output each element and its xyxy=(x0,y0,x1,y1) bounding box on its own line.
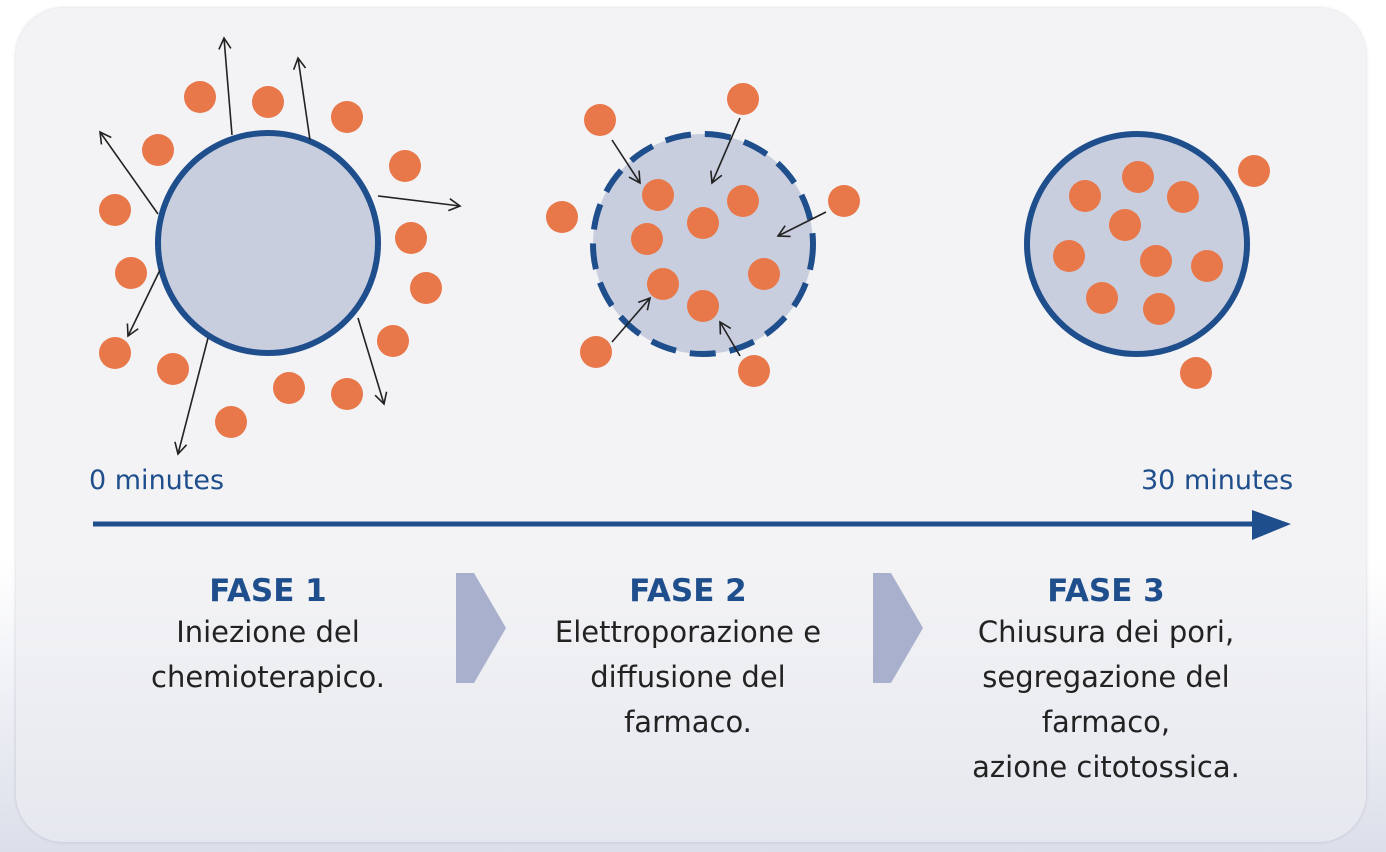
drug-particle xyxy=(115,257,147,289)
outward-arrow xyxy=(99,130,159,215)
inward-arrow xyxy=(776,211,827,238)
drug-particle xyxy=(1109,209,1141,241)
outward-arrow xyxy=(292,56,311,141)
inward-arrow xyxy=(719,320,741,357)
drug-particle xyxy=(1086,282,1118,314)
drug-particle xyxy=(1122,161,1154,193)
phase-2-title: FASE 2 xyxy=(629,573,747,609)
cell-1-body xyxy=(155,130,381,356)
drug-particle xyxy=(584,104,616,136)
drug-particle xyxy=(738,355,770,387)
drug-particle xyxy=(1238,155,1270,187)
drug-particle xyxy=(580,336,612,368)
drug-particle xyxy=(1167,181,1199,213)
cell-2-arrows xyxy=(611,117,827,357)
drug-particle xyxy=(215,406,247,438)
drug-particle xyxy=(389,150,421,182)
cell-phase-1 xyxy=(155,130,381,356)
phase-3-description: Chiusura dei pori, segregazione del farm… xyxy=(972,615,1240,784)
phase-3: FASE 3 Chiusura dei pori, segregazione d… xyxy=(946,572,1266,790)
timeline-start-label: 0 minutes xyxy=(89,465,225,496)
drug-particle xyxy=(727,83,759,115)
drug-particle xyxy=(157,353,189,385)
drug-particle xyxy=(331,101,363,133)
drug-particle xyxy=(1143,293,1175,325)
phase-2: FASE 2 Elettroporazione e diffusione del… xyxy=(518,572,858,745)
drug-particle xyxy=(1180,357,1212,389)
chevron-right-icon xyxy=(456,573,506,683)
drug-particle xyxy=(828,185,860,217)
inward-arrow xyxy=(611,296,652,343)
phase-1: FASE 1 Iniezione del chemioterapico. xyxy=(118,572,418,700)
cell-3-particles xyxy=(1053,155,1270,389)
outward-arrow xyxy=(174,337,209,456)
drug-particle xyxy=(1053,240,1085,272)
drug-particle xyxy=(273,372,305,404)
drug-particle xyxy=(142,134,174,166)
drug-particle xyxy=(377,325,409,357)
drug-particle xyxy=(1140,245,1172,277)
outward-arrow xyxy=(377,195,462,212)
drug-particle xyxy=(331,378,363,410)
phase-2-description: Elettroporazione e diffusione del farmac… xyxy=(554,615,822,739)
drug-particle xyxy=(1069,180,1101,212)
drug-particle xyxy=(99,194,131,226)
drug-particle xyxy=(99,337,131,369)
timeline-arrow xyxy=(93,510,1291,540)
drug-particle xyxy=(687,207,719,239)
cell-2-particles xyxy=(546,83,860,387)
outward-arrow xyxy=(218,36,233,136)
drug-particle xyxy=(1191,250,1223,282)
phase-1-title: FASE 1 xyxy=(209,573,327,609)
drug-particle xyxy=(546,201,578,233)
drug-particle xyxy=(748,258,780,290)
inward-arrow xyxy=(611,139,641,185)
drug-particle xyxy=(647,268,679,300)
drug-particle xyxy=(252,86,284,118)
inward-arrow xyxy=(710,117,741,185)
phase-1-description: Iniezione del chemioterapico. xyxy=(151,615,385,694)
timeline-end-label: 30 minutes xyxy=(1141,465,1294,496)
outward-arrow xyxy=(126,269,161,338)
timeline-arrowhead xyxy=(1252,510,1291,540)
drug-particle xyxy=(395,222,427,254)
drug-particle xyxy=(631,223,663,255)
drug-particle xyxy=(642,179,674,211)
drug-particle xyxy=(410,272,442,304)
phase-3-title: FASE 3 xyxy=(1047,573,1165,609)
outward-arrow xyxy=(357,317,388,406)
cell-1-particles xyxy=(99,81,442,438)
drug-particle xyxy=(184,81,216,113)
cell-1-arrows xyxy=(99,36,462,456)
drug-particle xyxy=(687,290,719,322)
drug-particle xyxy=(727,185,759,217)
chevron-right-icon xyxy=(873,573,923,683)
